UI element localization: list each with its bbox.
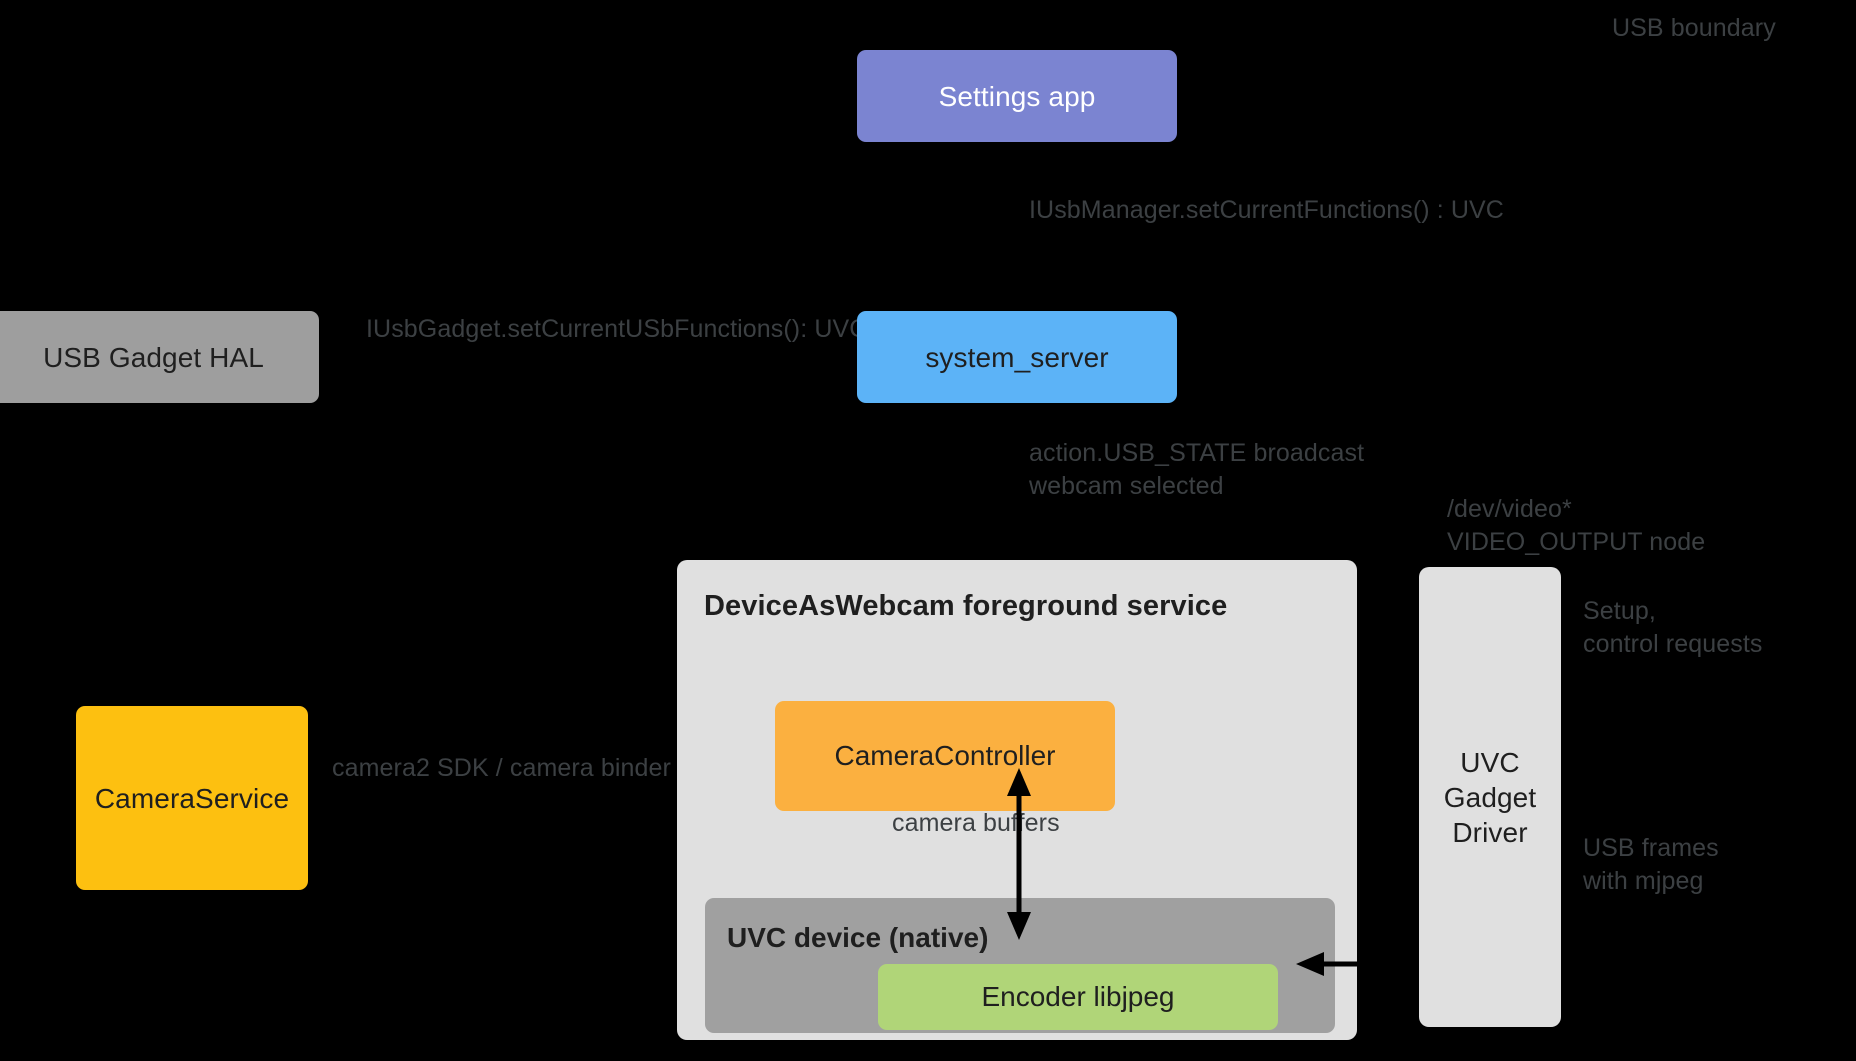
uvc-device-title: UVC device (native) (727, 922, 989, 953)
label-camera-buffers: camera buffers (892, 809, 1060, 837)
node-system-server[interactable]: system_server (857, 311, 1177, 403)
node-uvc-gadget-driver[interactable]: UVC Gadget Driver (1419, 567, 1561, 1027)
label-iusbgadget-setcurrentusbfunctions: IUsbGadget.setCurrentUSbFunctions(): UVC (366, 315, 868, 343)
label-usb-frames-mjpeg: USB frames with mjpeg (1583, 834, 1719, 895)
label-usb-state-broadcast: action.USB_STATE broadcast webcam select… (1029, 439, 1365, 500)
label-setup-control-requests: Setup, control requests (1583, 597, 1763, 658)
label-dev-video-node: /dev/video* VIDEO_OUTPUT node (1447, 495, 1706, 556)
node-uvc-device-native[interactable]: UVC device (native) Encoder libjpeg (705, 898, 1335, 1033)
node-usb-gadget-hal[interactable]: USB Gadget HAL (0, 311, 319, 403)
node-camera-service[interactable]: CameraService (76, 706, 308, 890)
label-iusbmanager-setcurrentfunctions: IUsbManager.setCurrentFunctions() : UVC (1029, 196, 1504, 224)
node-encoder-libjpeg[interactable]: Encoder libjpeg (878, 964, 1278, 1030)
label-camera2-sdk-binder: camera2 SDK / camera binder (332, 754, 671, 782)
node-deviceaswebcam-foreground-service[interactable]: DeviceAsWebcam foreground service Camera… (677, 560, 1357, 1040)
node-camera-controller[interactable]: CameraController (775, 701, 1115, 811)
label-usb-boundary: USB boundary (1612, 14, 1776, 42)
deviceaswebcam-service-title: DeviceAsWebcam foreground service (704, 590, 1228, 622)
node-settings-app[interactable]: Settings app (857, 50, 1177, 142)
